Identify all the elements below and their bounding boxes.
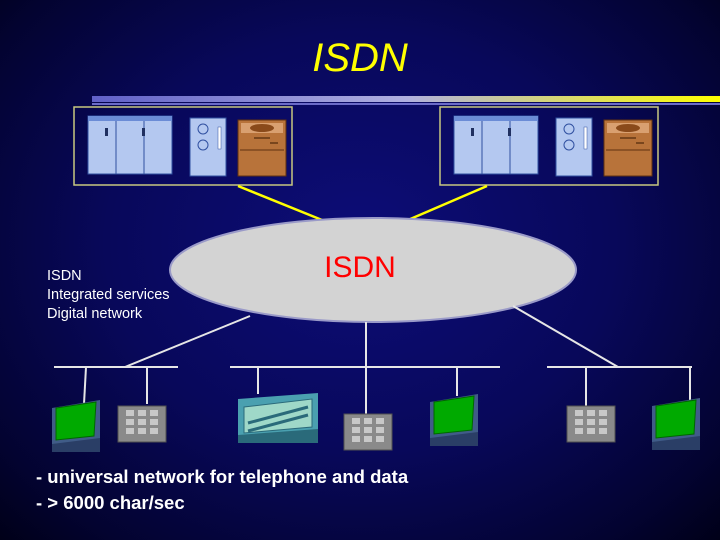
isdn-exchange-cabinet-icon xyxy=(87,115,287,177)
keypad-telephone-icon xyxy=(117,405,167,443)
side-label-line2: Integrated services xyxy=(47,287,170,303)
isdn-network-cloud xyxy=(169,217,577,323)
fax-machine-icon xyxy=(238,393,318,443)
keypad-telephone-icon xyxy=(566,405,616,443)
slide-title: ISDN xyxy=(312,36,408,80)
exchange-station-right xyxy=(439,106,659,186)
cloud-label: ISDN xyxy=(324,251,396,284)
computer-terminal-icon xyxy=(430,394,478,446)
title-underline xyxy=(92,96,720,102)
exchange-link-right xyxy=(407,184,488,222)
isdn-exchange-cabinet-icon xyxy=(453,115,653,177)
bullet-point: - universal network for telephone and da… xyxy=(36,466,409,487)
exchange-station-left xyxy=(73,106,293,186)
title-underline-secondary xyxy=(92,103,720,105)
computer-terminal-icon xyxy=(52,400,100,452)
distribution-lines xyxy=(54,305,692,414)
side-label-acronym: ISDN xyxy=(47,268,82,284)
keypad-telephone-icon xyxy=(343,413,393,451)
computer-terminal-icon xyxy=(652,398,700,450)
bullet-point: - > 6000 char/sec xyxy=(36,492,185,513)
side-label-line3: Digital network xyxy=(47,306,143,322)
exchange-link-left xyxy=(237,184,323,222)
